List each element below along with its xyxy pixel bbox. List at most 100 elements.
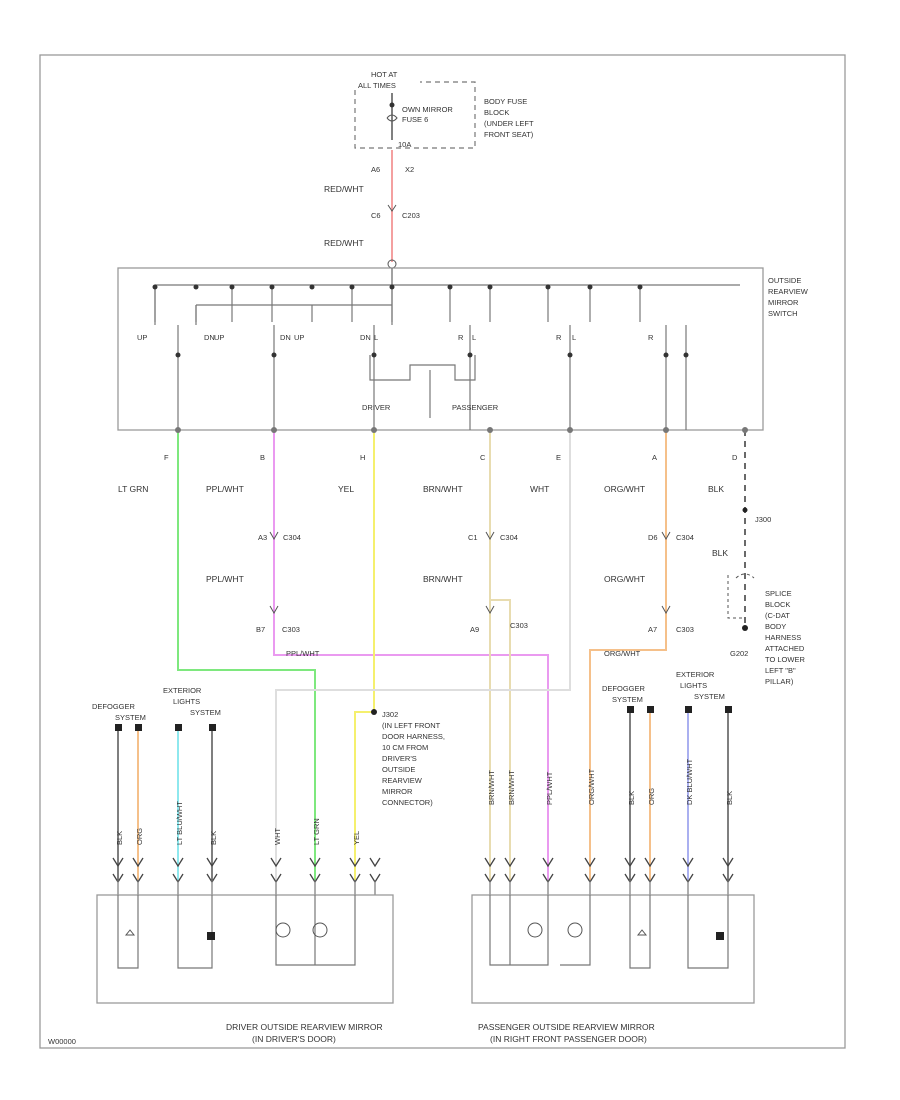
wire-tag: BLK bbox=[627, 791, 636, 805]
passenger-motor-return bbox=[560, 895, 591, 966]
wire-tag: DK BLU/WHT bbox=[685, 758, 694, 805]
wire-c-low-pin: A9 bbox=[470, 625, 479, 634]
right-defogger-label-2: SYSTEM bbox=[612, 695, 643, 704]
passenger-heater-circuit bbox=[629, 895, 651, 969]
switch-contact-dot bbox=[447, 284, 453, 290]
j302-dot bbox=[371, 709, 377, 715]
switch-title-4: SWITCH bbox=[768, 309, 798, 318]
wire-d-color: BLK bbox=[708, 484, 724, 494]
wire-b-mid-conn: C304 bbox=[283, 533, 301, 542]
pin-d-dot bbox=[742, 427, 748, 433]
wire-b-ppl-wht bbox=[273, 430, 549, 880]
j302-l8: MIRROR bbox=[382, 787, 413, 796]
j302-l1: J302 bbox=[382, 710, 398, 719]
pin-b-dot bbox=[271, 427, 277, 433]
switch-contact-label: DN bbox=[360, 333, 371, 342]
fuse-block: HOT AT ALL TIMES OWN MIRROR FUSE 6 10A B… bbox=[354, 70, 534, 174]
fuse-block-outline bbox=[354, 81, 476, 149]
wire-a-low-conn: C303 bbox=[676, 625, 694, 634]
switch-contact-dot bbox=[545, 284, 551, 290]
switch-contact-label: UP bbox=[214, 333, 224, 342]
passenger-mirror-box bbox=[471, 894, 755, 1004]
fuse-icon bbox=[386, 114, 398, 122]
switch-bus bbox=[154, 268, 740, 325]
wire-c-color: BRN/WHT bbox=[423, 484, 463, 494]
switch-output-dot bbox=[467, 352, 473, 358]
right-term-3 bbox=[685, 706, 692, 713]
wire-b-color-3: PPL/WHT bbox=[286, 649, 320, 658]
feed-wire-color-1: RED/WHT bbox=[324, 184, 364, 194]
switch-title-1: OUTSIDE bbox=[768, 276, 801, 285]
ground-label: G202 bbox=[730, 649, 748, 658]
wire-b-mid-pin: A3 bbox=[258, 533, 267, 542]
fuse-block-label-1: BODY FUSE bbox=[484, 97, 527, 106]
j302-l6: OUTSIDE bbox=[382, 765, 415, 774]
splice-l1: SPLICE bbox=[765, 589, 792, 598]
fuse-block-label-3: (UNDER LEFT bbox=[484, 119, 534, 128]
fuse-pin-a: A6 bbox=[371, 165, 380, 174]
left-defogger-label-2: SYSTEM bbox=[115, 713, 146, 722]
switch-output-dot bbox=[683, 352, 689, 358]
wire-tag: ORG bbox=[647, 788, 656, 805]
driver-light-circuit bbox=[177, 895, 213, 969]
passenger-motor-circuit bbox=[489, 895, 549, 966]
j302-label: J302 (IN LEFT FRONT DOOR HARNESS, 10 CM … bbox=[382, 710, 445, 807]
passenger-motor-1-icon bbox=[527, 922, 543, 938]
splice-block-label: SPLICE BLOCK (C-DAT BODY HARNESS ATTACHE… bbox=[730, 589, 805, 686]
left-term-2 bbox=[135, 724, 142, 731]
switch-passenger-label: PASSENGER bbox=[452, 403, 499, 412]
splice-l4: BODY bbox=[765, 622, 786, 631]
switch-contact-label: R bbox=[556, 333, 562, 342]
switch-contact-label: L bbox=[472, 333, 476, 342]
wire-labels: F LT GRN B PPL/WHT A3 C304 PPL/WHT B7 C3… bbox=[118, 453, 771, 658]
wire-d-color-2: BLK bbox=[712, 548, 728, 558]
diagram-border bbox=[39, 54, 846, 1049]
splice-l6: ATTACHED bbox=[765, 644, 805, 653]
wire-tag: ORG/WHT bbox=[587, 768, 596, 805]
switch-contact-label: L bbox=[374, 333, 378, 342]
driver-heater-icon bbox=[124, 929, 136, 936]
switch-contact-label: DN bbox=[280, 333, 291, 342]
splice-l7: TO LOWER bbox=[765, 655, 805, 664]
fuse-top-dot bbox=[389, 102, 395, 108]
pin-h-dot bbox=[371, 427, 377, 433]
pin-c-dot bbox=[487, 427, 493, 433]
mirror-connector-pins bbox=[112, 857, 734, 895]
pin-e-label: E bbox=[556, 453, 561, 462]
wire-tag: WHT bbox=[273, 828, 282, 845]
driver-mirror-title: DRIVER OUTSIDE REARVIEW MIRROR bbox=[226, 1022, 383, 1032]
wire-a-low-pin: A7 bbox=[648, 625, 657, 634]
splice-l3: (C-DAT bbox=[765, 611, 790, 620]
hot-at-label: HOT AT bbox=[371, 70, 398, 79]
switch-contact-dot bbox=[152, 284, 158, 290]
wire-f-color: LT GRN bbox=[118, 484, 148, 494]
pin-d-label: D bbox=[732, 453, 738, 462]
right-term-2 bbox=[647, 706, 654, 713]
right-exterior-label-2: LIGHTS bbox=[680, 681, 707, 690]
passenger-mirror-subtitle: (IN RIGHT FRONT PASSENGER DOOR) bbox=[490, 1034, 647, 1044]
switch-contact-label: L bbox=[572, 333, 576, 342]
left-defogger-label: DEFOGGER bbox=[92, 702, 136, 711]
switch-contact-dot bbox=[637, 284, 643, 290]
wire-a-mid-conn: C304 bbox=[676, 533, 694, 542]
left-exterior-label-3: SYSTEM bbox=[190, 708, 221, 717]
ground-dot bbox=[742, 625, 748, 631]
switch-contact-label: R bbox=[648, 333, 654, 342]
passenger-motor-2-icon bbox=[567, 922, 583, 938]
switch-contact-dot bbox=[309, 284, 315, 290]
wire-b-color: PPL/WHT bbox=[206, 484, 244, 494]
switch-linkage bbox=[369, 355, 476, 381]
passenger-light-circuit bbox=[687, 895, 729, 969]
right-defogger-label: DEFOGGER bbox=[602, 684, 646, 693]
right-exterior-label: EXTERIOR bbox=[676, 670, 715, 679]
wire-h-yel bbox=[354, 430, 375, 880]
passenger-side-wires: DEFOGGER SYSTEM EXTERIOR LIGHTS SYSTEM B… bbox=[487, 670, 734, 880]
driver-motor-1-icon bbox=[275, 922, 291, 938]
passenger-mirror: PASSENGER OUTSIDE REARVIEW MIRROR (IN RI… bbox=[471, 894, 755, 1044]
splice-block-outline bbox=[727, 573, 755, 619]
j302-l4: 10 CM FROM bbox=[382, 743, 428, 752]
wire-c-low-conn: C303 bbox=[510, 621, 528, 630]
